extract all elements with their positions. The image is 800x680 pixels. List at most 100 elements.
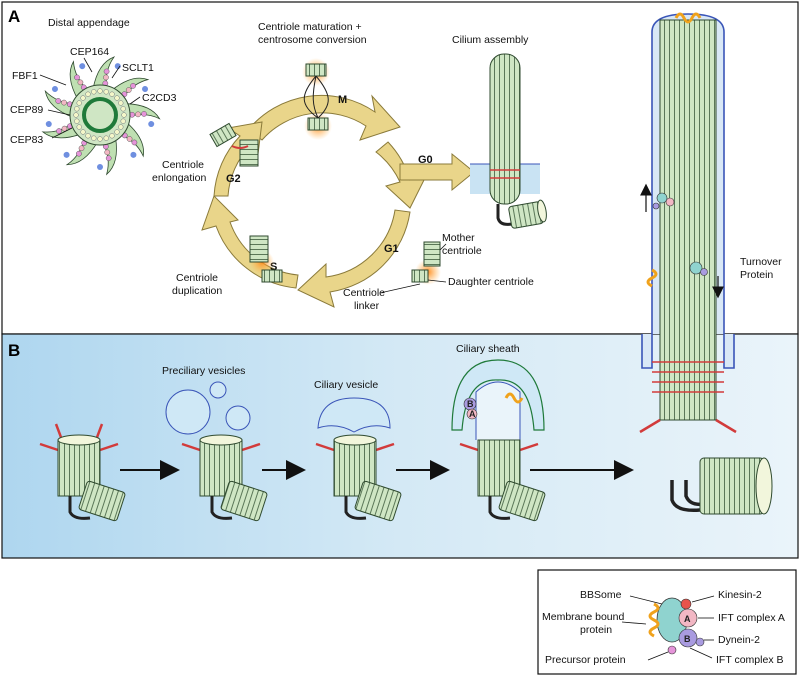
appendage-protein-dot: [104, 149, 111, 156]
label-c2cd3: C2CD3: [142, 92, 177, 104]
appendage-protein-dot: [126, 136, 133, 142]
panel-a-letter: A: [8, 7, 20, 26]
legend-illustration: [648, 597, 705, 655]
phase-s: S: [270, 261, 277, 273]
sheath-particle-a: A: [469, 409, 476, 419]
legend-membrane-2: protein: [580, 624, 612, 636]
g0-arrow: [399, 152, 475, 192]
ciliary-sheath-label: Ciliary sheath: [456, 343, 520, 355]
appendage-protein-dot: [61, 99, 67, 106]
turnover-label-1: Turnover: [740, 256, 782, 268]
centriole-pair-g1: [379, 241, 447, 294]
phase-m: M: [338, 94, 347, 106]
ring-dot: [118, 100, 124, 106]
ring-dot: [114, 129, 120, 135]
appendage-protein-dot: [56, 128, 62, 134]
duplication-label-2: duplication: [172, 285, 222, 297]
ring-dot: [80, 129, 86, 135]
appendage-outer-dot: [97, 164, 103, 170]
ring-dot: [103, 135, 109, 141]
phase-g1: G1: [384, 243, 399, 255]
elongation-label-2: enlongation: [152, 172, 206, 184]
linker-label-1: Centriole: [343, 287, 385, 299]
appendage-protein-dot: [78, 145, 85, 152]
phase-g2: G2: [226, 173, 241, 185]
ring-dot: [109, 133, 115, 139]
distal-appendage-rosette: [41, 56, 161, 176]
appendage-protein-dot: [135, 111, 141, 118]
label-cep83: CEP83: [10, 134, 43, 146]
legend-ift-b: IFT complex B: [716, 654, 784, 666]
stage-ciliary-sheath: B A: [451, 359, 546, 522]
legend-ift-a: IFT complex A: [718, 612, 785, 624]
ring-dot: [109, 91, 115, 97]
ring-dot: [85, 91, 91, 97]
mother-centriole-label-1: Mother: [442, 232, 475, 244]
stage-basal-body: [39, 423, 126, 522]
appendage-protein-dot: [55, 98, 62, 104]
appendage-protein-dot: [105, 155, 112, 161]
mother-centriole-label-2: centriole: [442, 245, 482, 257]
ring-dot: [74, 106, 80, 112]
appendage-leader-lines: [39, 57, 141, 139]
turnover-label-2: Protein: [740, 269, 773, 281]
panel-b-letter: B: [8, 341, 20, 360]
ring-dot: [118, 124, 124, 130]
appendage-outer-dot: [51, 86, 58, 92]
maturation-title-2: centrosome conversion: [258, 34, 367, 46]
ring-dot: [103, 89, 109, 95]
ring-dot: [97, 88, 103, 94]
stage-ciliary-vesicle: [315, 397, 402, 522]
legend-dynein: Dynein-2: [718, 634, 760, 646]
appendage-outer-dot: [79, 63, 86, 70]
label-fbf1: FBF1: [12, 70, 38, 82]
appendage-protein-dot: [103, 74, 109, 81]
ciliary-vesicle-label: Ciliary vesicle: [314, 379, 378, 391]
ring-dot: [76, 124, 82, 130]
stage-preciliary: [165, 381, 268, 522]
ring-dot: [73, 112, 79, 118]
appendage-protein-dot: [130, 83, 136, 89]
appendage-outer-dot: [63, 151, 70, 158]
ring-dot: [74, 118, 80, 124]
ring-dot: [114, 95, 120, 101]
legend-membrane-1: Membrane bound: [542, 611, 624, 623]
sheath-particle-b: B: [467, 399, 474, 409]
appendage-protein-dot: [74, 74, 80, 81]
appendage-protein-dot: [125, 87, 132, 93]
centriole-pair-g2: [209, 122, 259, 167]
appendage-protein-dot: [77, 79, 84, 86]
ring-dot: [85, 133, 91, 139]
appendage-protein-dot: [76, 150, 82, 157]
appendage-protein-dot: [141, 111, 147, 117]
ring-dot: [120, 106, 126, 112]
elongation-label-1: Centriole: [162, 159, 204, 171]
appendage-outer-dot: [45, 121, 52, 128]
daughter-centriole-label: Daughter centriole: [448, 276, 534, 288]
ring-dot: [121, 112, 127, 118]
legend-letter-a: A: [684, 614, 691, 624]
ring-dot: [91, 135, 97, 141]
legend-leader-lines: [621, 595, 715, 661]
appendage-protein-dot: [103, 68, 110, 75]
appendage-outer-dot: [142, 86, 149, 92]
centriole-pair-m: [302, 58, 332, 140]
label-sclt1: SCLT1: [122, 62, 154, 74]
mature-cilium: [639, 12, 773, 515]
label-cep89: CEP89: [10, 104, 43, 116]
preciliary-vesicles-label: Preciliary vesicles: [162, 365, 245, 377]
legend-kinesin: Kinesin-2: [718, 589, 762, 601]
maturation-title-1: Centriole maturation +: [258, 21, 362, 33]
ring-dot: [120, 118, 126, 124]
cilium-assembly-illustration: [470, 53, 547, 229]
legend-precursor: Precursor protein: [545, 654, 626, 666]
distal-appendage-title: Distal appendage: [48, 17, 130, 29]
ring-dot: [91, 89, 97, 95]
cilium-assembly-title: Cilium assembly: [452, 34, 529, 46]
ring-dot: [76, 100, 82, 106]
legend-letter-b: B: [684, 634, 691, 644]
appendage-outer-dot: [130, 151, 137, 158]
appendage-outer-dot: [148, 121, 155, 128]
duplication-label-1: Centriole: [176, 272, 218, 284]
